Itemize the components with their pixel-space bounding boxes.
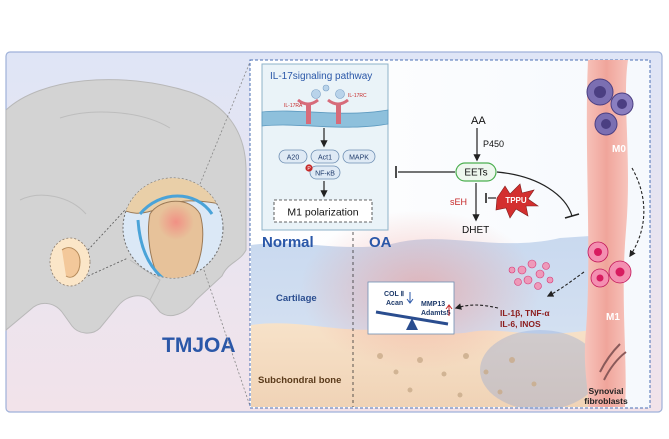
receptor-il17ra (297, 98, 319, 124)
ligand-il17-a (311, 89, 321, 99)
tppu-burst (495, 183, 539, 219)
synovium-strip (584, 60, 628, 407)
phospho-label: P (307, 166, 311, 172)
node-a20-label: A20 (287, 155, 300, 162)
synovial-label-1: Synovial (589, 386, 624, 396)
cartilage-balance-box: COL Ⅱ Acan MMP13 Adamts5 (367, 281, 455, 335)
eets-node (455, 162, 497, 182)
receptor-c-label: IL-17RC (348, 93, 367, 99)
arrow-cytokines-balance (454, 303, 499, 310)
receptor-il17rc (327, 98, 349, 124)
label-subchondral: Subchondral bone (258, 375, 341, 386)
pathway-title: IL-17signaling pathway (270, 71, 372, 82)
balance-acan: Acan (386, 300, 403, 307)
node-nfkb (309, 165, 341, 180)
m1-polarization-box (273, 199, 373, 223)
node-mapk (342, 149, 376, 164)
arrow-m0-m1 (629, 167, 645, 258)
receptor-a-label: IL-17RA (284, 103, 303, 109)
ligand-il17-c (335, 89, 345, 99)
cell-membrane (261, 109, 389, 128)
balance-mmp13: MMP13 (421, 301, 445, 308)
label-normal: Normal (262, 234, 314, 251)
node-nfkb-label: NF-κB (315, 171, 335, 178)
m1-label: M1 (606, 312, 620, 323)
arrow-up-icon (445, 304, 453, 316)
tppu-label: TPPU (505, 196, 527, 205)
arrow-down-icon (406, 292, 414, 304)
node-act1-label: Act1 (318, 155, 332, 162)
balance-adamts5: Adamts5 (421, 310, 451, 317)
node-a20 (278, 149, 308, 164)
il17-pathway-box: IL-17signaling pathway IL-17RA IL-17RC A… (261, 63, 389, 231)
connector-top (199, 61, 251, 185)
m0-macrophages: M0 (586, 78, 634, 155)
p450-label: P450 (483, 139, 504, 149)
dhet-label: DHET (462, 225, 489, 236)
eets-label: EETs (464, 168, 487, 179)
node-act1 (310, 149, 340, 164)
balance-fulcrum (406, 318, 418, 330)
node-mapk-label: MAPK (349, 155, 369, 162)
ligand-il17-b (322, 84, 330, 92)
cytokines-line2: IL-6, INOS (500, 319, 541, 329)
tmj-joint-zoom (122, 177, 224, 279)
synovial-fibroblasts: Synovial fibroblasts (584, 343, 628, 406)
eets-inhibit-m1 (496, 171, 573, 217)
label-cartilage: Cartilage (276, 293, 317, 304)
m0-label: M0 (612, 144, 626, 155)
balance-col2: COL Ⅱ (384, 290, 404, 298)
tissue-layers (251, 210, 600, 410)
eets-inhibit-m1-bar (564, 213, 580, 219)
zoom-line-2 (87, 257, 129, 277)
cytokines-line1: IL-1β, TNF-α (500, 308, 550, 318)
seh-label: sEH (450, 197, 467, 207)
synovial-label-2: fibroblasts (584, 396, 628, 406)
aa-label: AA (471, 115, 486, 127)
aa-metabolism: AA P450 EETs sEH DHET TPPU (395, 115, 580, 236)
phospho-icon (305, 164, 313, 172)
tmj-joint-small (49, 237, 91, 287)
m1-polarization-label: M1 polarization (287, 207, 358, 219)
m1-macrophages: M1 (587, 241, 632, 323)
figure-title: TMJOA (162, 334, 236, 357)
cytokine-cluster (508, 259, 554, 290)
label-oa: OA (369, 234, 392, 251)
zoom-line-1 (87, 209, 126, 251)
